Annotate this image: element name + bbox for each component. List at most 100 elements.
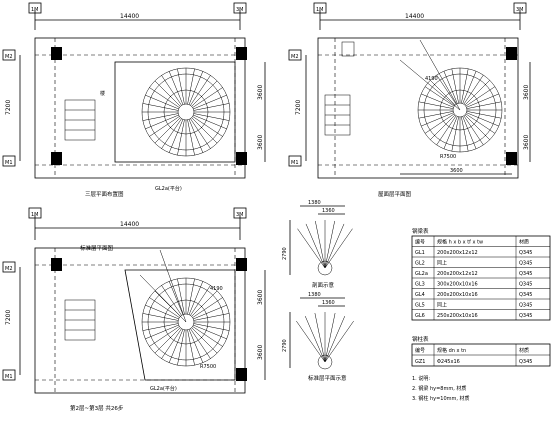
table-header-cell: 材质 [519, 347, 529, 354]
stair-step-line [142, 323, 179, 331]
table-cell: Q345 [519, 313, 532, 319]
dim-1360-b: 1360 [322, 300, 335, 306]
slab-outline [34, 247, 246, 394]
detail-fan-line [324, 228, 353, 269]
dim-3600-tr-h: 3600 [450, 168, 463, 174]
detail-fan-line [296, 320, 326, 363]
detail-top: 1380 1360 2790 剖面示意 [282, 200, 353, 289]
column-block [51, 258, 62, 271]
stair-step-line [451, 116, 459, 152]
stair-step-line [161, 285, 182, 316]
grid-bubble-M1 [288, 155, 302, 167]
stair-step-line [142, 103, 179, 111]
table-cell: GL5 [415, 303, 425, 309]
dim-r7500-bl: R7500 [200, 364, 216, 370]
stair-step-line [188, 329, 204, 363]
stair-step-line [187, 68, 195, 105]
table-cell: GL4 [415, 292, 425, 298]
table-cell: 200x200x12x12 [437, 250, 478, 256]
note-3: 3. 钢柱 hy=10mm, 材质 [412, 395, 470, 402]
dim-7200-bl: 7200 [5, 310, 12, 325]
table-header-cell: 规格 dn x tn [437, 347, 466, 354]
grid-label-M2: M2 [5, 54, 13, 60]
stair-step-line [142, 313, 179, 321]
slab-outline [317, 37, 519, 179]
detail-fan-line [324, 312, 336, 363]
detail-fan-line [324, 315, 346, 363]
grid-label-3M: 3M [236, 212, 244, 218]
column-block [236, 258, 247, 271]
column-block [506, 152, 517, 165]
stair-step-line [421, 112, 454, 127]
label-stair-a: 楼 [100, 90, 105, 97]
plan-top-left: 1M 3M 14400 M2 M1 7200 3600 3600 [2, 2, 266, 198]
stair-step-line [145, 94, 179, 110]
table-cell: 300x200x10x16 [437, 282, 478, 288]
column-block [51, 47, 62, 60]
note-2: 2. 钢梁 hy=8mm, 材质 [412, 385, 466, 392]
caption-detail-2: 标准层平面示意 [308, 374, 347, 382]
table2-title: 钢柱表 [412, 335, 429, 343]
table-cell: GL1 [415, 250, 425, 256]
stair-step-line [466, 101, 502, 109]
stair-step-line [177, 278, 185, 315]
stair-step-line [154, 80, 181, 107]
dim-3600-tl-a: 3600 [257, 85, 264, 100]
stair-step-line [462, 116, 477, 149]
stair-step-line [149, 116, 180, 137]
stair-step-line [145, 114, 179, 130]
dim-14400-bl: 14400 [120, 221, 139, 228]
stair-step-line [188, 71, 204, 105]
stair-step-line [424, 86, 455, 107]
stair-step-line [193, 103, 230, 111]
stair-step-line [421, 93, 454, 108]
stair-step-line [191, 80, 218, 107]
stair-step-line [430, 114, 456, 140]
dim-r7500-tr: R7500 [440, 154, 456, 160]
stair-step-line [187, 278, 195, 315]
grid-bubble-M2 [2, 261, 16, 273]
detail-fan-line [305, 223, 326, 269]
stair-step-line [424, 113, 455, 134]
dim-3600-bl-b: 3600 [257, 345, 264, 360]
dim-3600-tr-a: 3600 [523, 85, 530, 100]
dim-14400-tl: 14400 [120, 13, 139, 20]
column-block [506, 47, 517, 60]
caption-bl-sub: 第2层~第3层 共26步 [70, 404, 124, 412]
stair-step-line [462, 71, 477, 104]
stair-step-line [464, 114, 490, 140]
stair-step-line [193, 313, 230, 321]
table-cell: Q345 [519, 271, 532, 277]
grid-label-1M: 1M [31, 7, 39, 13]
dim-3600-bl-a: 3600 [257, 290, 264, 305]
spiral-stair-bl [141, 277, 231, 367]
stair-step-line [193, 304, 227, 320]
table-cell: 200x200x12x12 [437, 271, 478, 277]
grid-label-M1: M1 [5, 160, 13, 166]
grid-label-1M: 1M [31, 212, 39, 218]
caption-detail-1: 剖面示意 [312, 281, 335, 289]
dim-2790-a: 2790 [282, 247, 288, 260]
detail-fan-line [324, 223, 345, 269]
table-header-cell: 编号 [415, 239, 425, 246]
stair-step-line [461, 116, 469, 152]
dim-2790-b: 2790 [282, 339, 288, 352]
spiral-stair-tl [141, 67, 231, 157]
stair-step-line [193, 113, 230, 121]
table-cell: GL2 [415, 261, 425, 267]
stair-step-line [187, 329, 195, 366]
stair-step-line [465, 113, 496, 134]
stair-step-line [190, 75, 211, 106]
grid-label-M1: M1 [5, 374, 13, 380]
column-block [236, 368, 247, 381]
stair-step-line [177, 119, 185, 156]
stair-step-line [168, 119, 184, 153]
stair-step-line [188, 281, 204, 315]
grid-bubble-1M [28, 2, 42, 14]
table1-title: 钢梁表 [412, 227, 429, 235]
stair-step-line [430, 80, 456, 106]
stair-step-line [188, 119, 204, 153]
grid-bubble-M2 [2, 49, 16, 61]
